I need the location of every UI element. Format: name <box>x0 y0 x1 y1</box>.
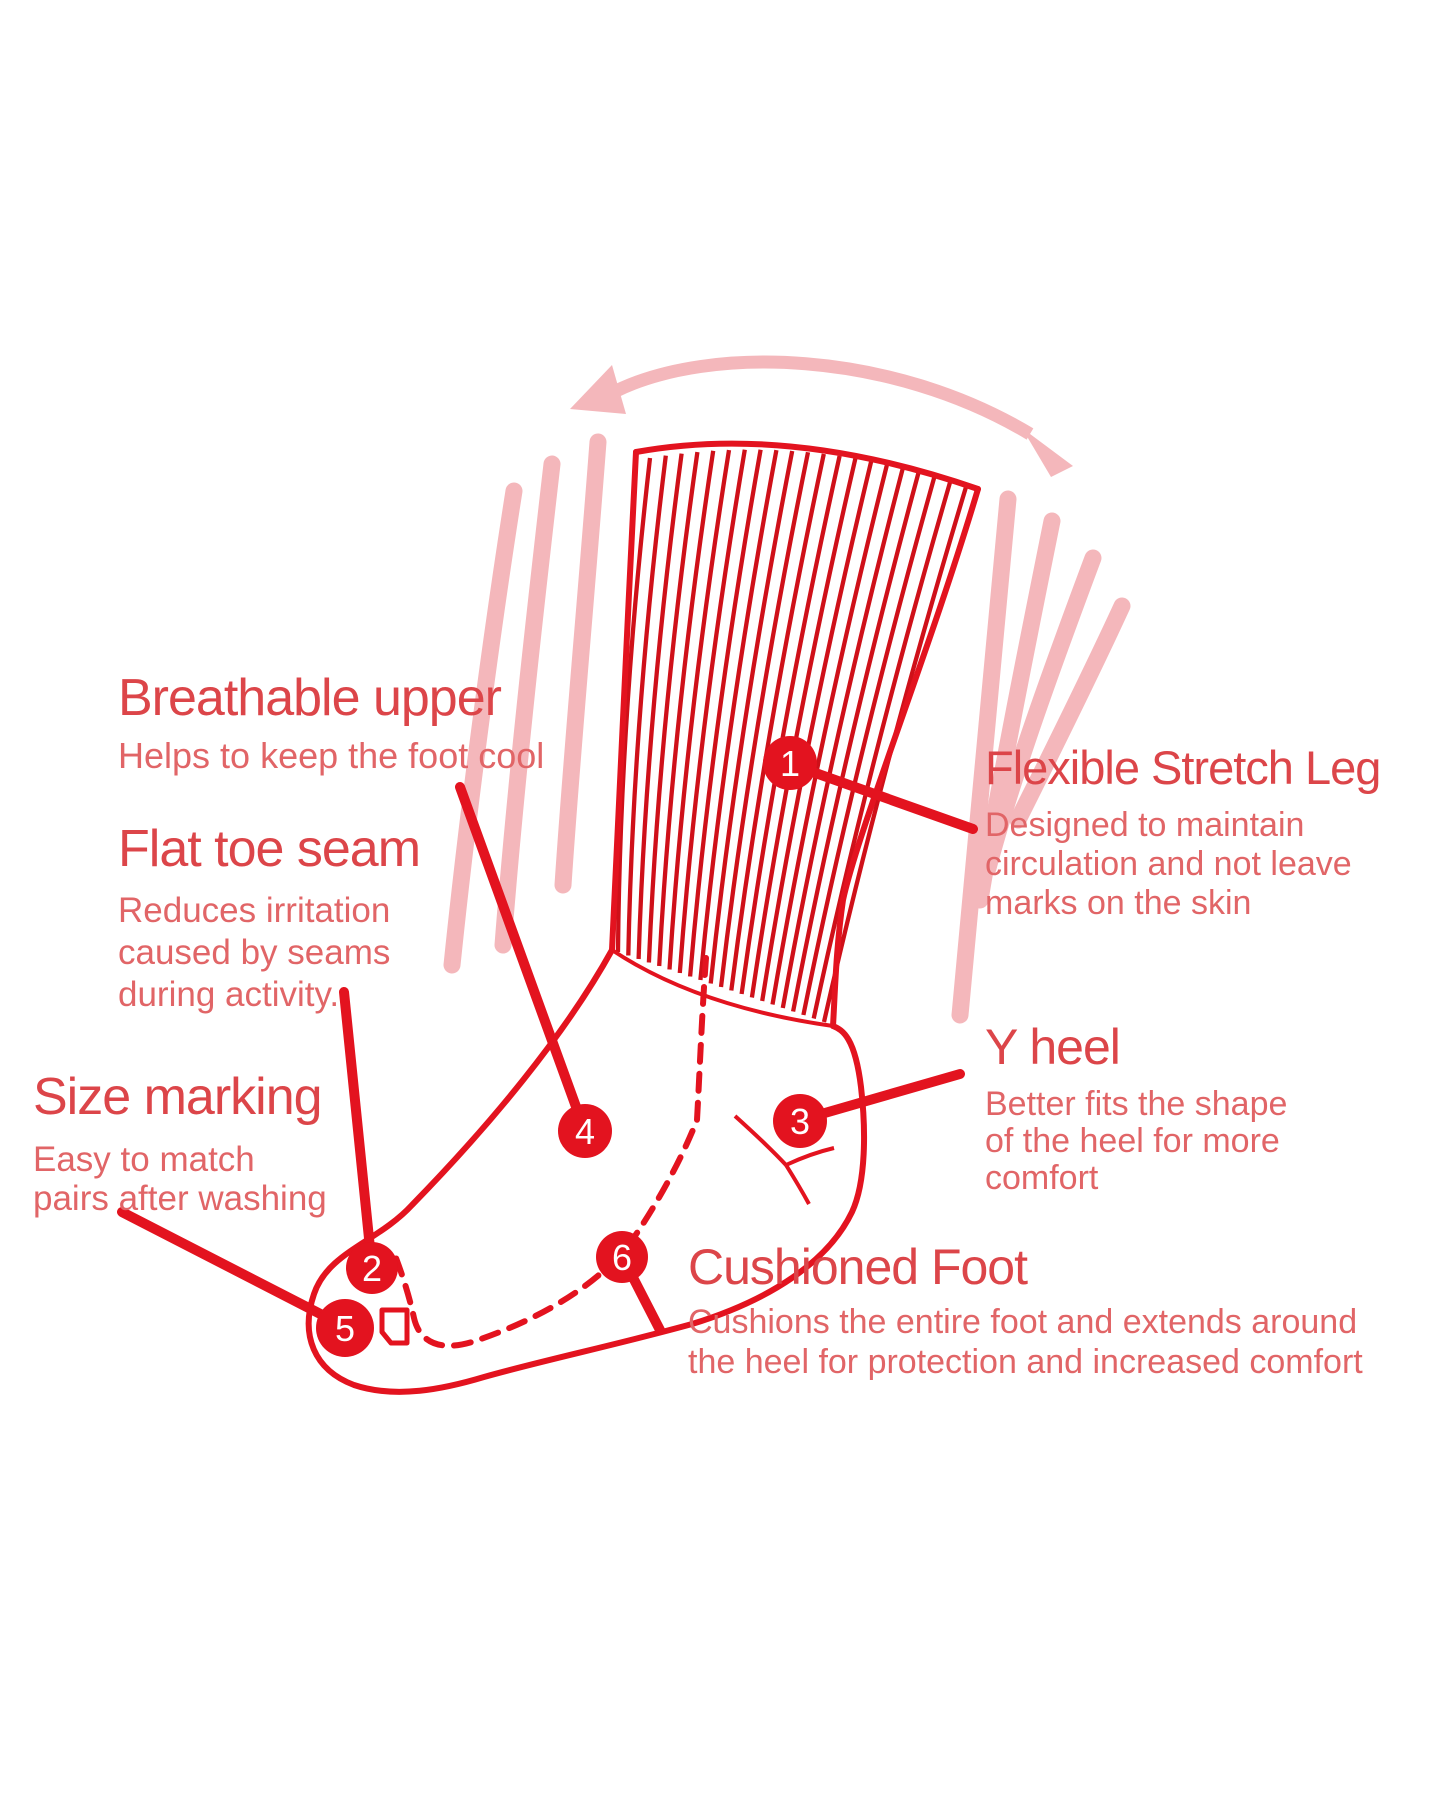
rib-line <box>698 449 779 981</box>
sock-leg-right-edge <box>830 486 981 1029</box>
callout-description-line: Helps to keep the foot cool <box>118 735 545 776</box>
stretch-arrow-icon <box>570 355 1073 477</box>
sock-foot-outline <box>305 947 867 1395</box>
callout-title: Flat toe seam <box>118 820 421 878</box>
callout-description-line: comfort <box>985 1159 1099 1197</box>
leader-flat-toe-seam <box>339 987 376 1263</box>
marker-5-number: 5 <box>335 1308 355 1349</box>
callout-description-line: Easy to match <box>33 1140 255 1179</box>
callout-description-line: caused by seams <box>118 933 391 972</box>
callout-description-line: during activity. <box>118 975 340 1014</box>
stretch-arrow-arc <box>613 355 1034 440</box>
marker-1-number: 1 <box>780 743 800 784</box>
callout-description-line: Better fits the shape <box>985 1085 1288 1123</box>
rib-line <box>801 476 937 1016</box>
marker-3: 3 <box>773 1094 827 1148</box>
rib-line <box>718 451 811 988</box>
size-label-tag-icon <box>379 1307 410 1346</box>
callout-title: Breathable upper <box>118 669 502 727</box>
rib-line <box>677 449 747 974</box>
cushion-seam-dashed-line <box>393 955 709 1349</box>
marker-5: 5 <box>316 1299 374 1357</box>
leader-size-marking <box>117 1207 341 1327</box>
callout-description-line: Reduces irritation <box>118 891 391 930</box>
marker-4-number: 4 <box>575 1111 595 1152</box>
sock-ribbing <box>615 449 969 1023</box>
callout-title: Y heel <box>985 1019 1121 1075</box>
stretch-arrow-left-head <box>570 365 626 414</box>
sock-leg-left-edge <box>609 449 639 953</box>
callout-description-line: pairs after washing <box>33 1179 327 1218</box>
callout-cushioned-foot: Cushioned Foot Cushions the entire foot … <box>688 1238 1363 1382</box>
stretch-lines-left <box>443 433 607 974</box>
rib-line <box>667 449 732 970</box>
callout-description-line: Cushions the entire foot and extends aro… <box>688 1303 1358 1341</box>
rib-line <box>790 471 921 1012</box>
marker-6-number: 6 <box>612 1237 632 1278</box>
callout-size-marking: Size marking Easy to match pairs after w… <box>33 1066 327 1218</box>
rib-line <box>636 453 684 960</box>
callout-description-line: marks on the skin <box>985 884 1252 922</box>
rib-line <box>657 450 716 967</box>
y-heel-mark <box>733 1114 835 1205</box>
sock-cuff-top-edge <box>633 440 981 492</box>
leader-y-heel <box>799 1069 965 1124</box>
marker-3-number: 3 <box>790 1101 810 1142</box>
rib-line <box>708 450 795 984</box>
marker-2: 2 <box>346 1242 398 1294</box>
callout-y-heel: Y heel Better fits the shape of the heel… <box>985 1018 1287 1197</box>
rib-line <box>749 457 858 998</box>
marker-1: 1 <box>763 736 817 790</box>
rib-line <box>626 455 668 956</box>
rib-line <box>760 460 874 1002</box>
sock-ribbing-bottom-edge <box>610 948 834 1028</box>
rib-line <box>615 457 653 953</box>
callout-breathable-upper: Breathable upper Helps to keep the foot … <box>118 668 544 778</box>
marker-4: 4 <box>558 1104 612 1158</box>
rib-line <box>646 451 700 963</box>
marker-2-number: 2 <box>362 1248 382 1289</box>
callout-description-line: circulation and not leave <box>985 845 1352 883</box>
callout-title: Size marking <box>33 1068 323 1126</box>
stretch-arrow-right-head <box>1022 428 1073 477</box>
callout-flexible-stretch-leg: Flexible Stretch Leg Designed to maintai… <box>985 740 1381 923</box>
callout-title: Cushioned Foot <box>688 1239 1028 1295</box>
stretch-lines-right <box>951 490 1131 1024</box>
rib-line <box>729 453 826 991</box>
callout-description-line: of the heel for more <box>985 1122 1280 1160</box>
rib-line <box>687 449 763 977</box>
callout-description-line: the heel for protection and increased co… <box>688 1343 1363 1381</box>
rib-line <box>770 464 890 1005</box>
leader-breathable-upper <box>455 782 588 1131</box>
leader-flexible-stretch-leg <box>788 760 978 834</box>
callout-description-line: Designed to maintain <box>985 806 1305 844</box>
rib-line <box>811 481 953 1019</box>
rib-line <box>739 455 842 995</box>
callout-title: Flexible Stretch Leg <box>985 741 1381 794</box>
marker-6: 6 <box>596 1231 648 1283</box>
rib-line <box>780 467 905 1009</box>
callout-flat-toe-seam: Flat toe seam Reduces irritation caused … <box>118 818 421 1016</box>
